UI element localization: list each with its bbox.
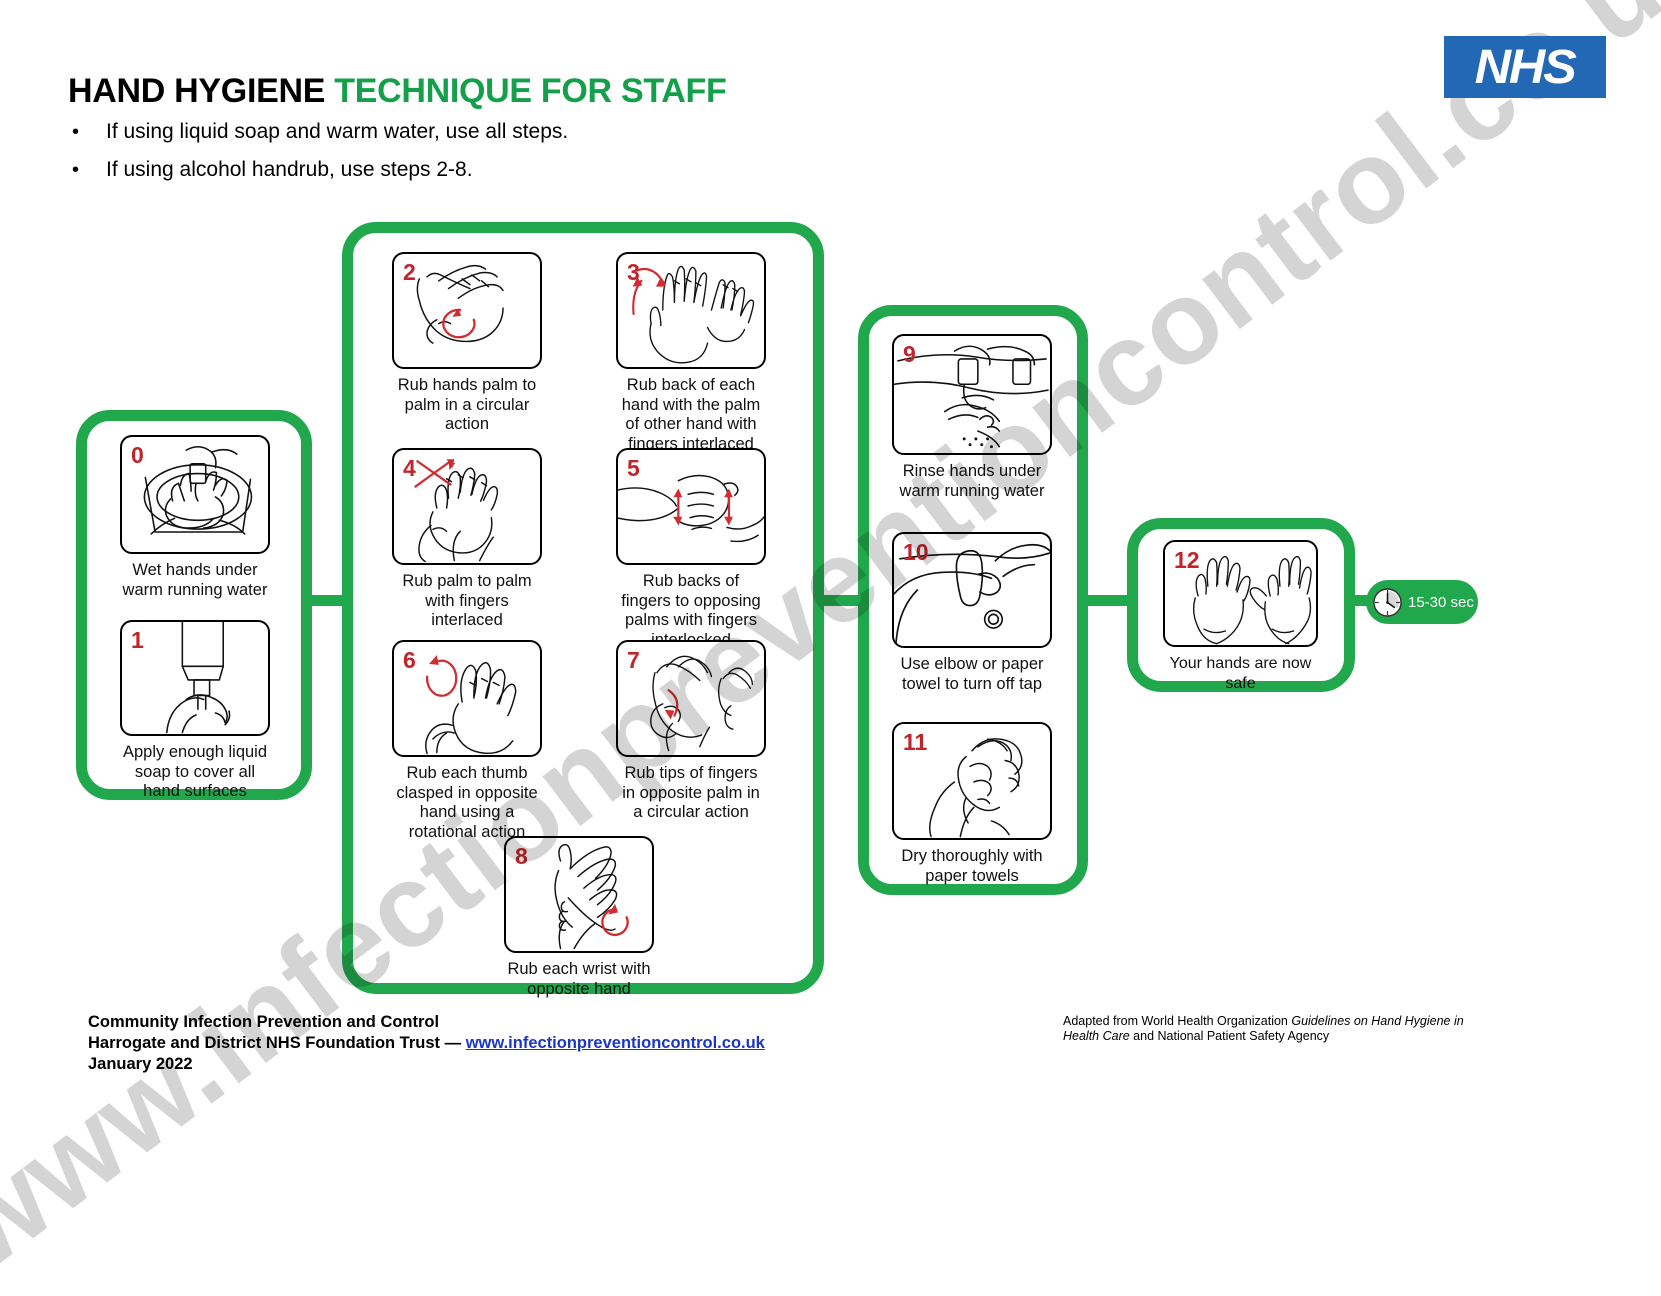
step-number: 4 xyxy=(403,455,416,481)
connector-rub-to-rinse xyxy=(816,595,866,606)
soap-dispenser-icon xyxy=(165,622,231,734)
clean-hands-icon xyxy=(1192,555,1312,645)
bullet-dot-icon: • xyxy=(72,121,80,143)
rinse-tap-icon xyxy=(894,345,1049,449)
step-card-0: 0 xyxy=(120,435,270,600)
step-number: 8 xyxy=(515,843,528,869)
step-illustration-4: 4 xyxy=(392,448,542,565)
step-card-9: 9 xyxy=(892,334,1052,501)
timer-badge: 15-30 sec xyxy=(1366,580,1478,624)
fingertips-circular-icon xyxy=(650,655,754,752)
step-number: 2 xyxy=(403,259,416,285)
step-number: 11 xyxy=(903,729,928,755)
footer-date: January 2022 xyxy=(88,1055,193,1073)
page-title-secondary: TECHNIQUE FOR STAFF xyxy=(334,72,727,110)
preparation-group-frame xyxy=(76,410,312,800)
bullet-text: If using liquid soap and warm water, use… xyxy=(106,120,569,143)
rubbing-steps-group-frame xyxy=(342,222,824,994)
bullet-dot-icon: • xyxy=(72,159,80,181)
list-item: • If using alcohol handrub, use steps 2-… xyxy=(68,158,568,182)
step-card-8: 8 xyxy=(504,836,654,999)
step-card-5: 5 xyxy=(616,448,766,650)
intro-bullet-list: • If using liquid soap and warm water, u… xyxy=(68,120,568,196)
credit-guideline-title: Guidelines on Hand Hygiene in Health Car… xyxy=(1063,1014,1464,1043)
step-caption: Wet hands under warm running water xyxy=(122,561,268,599)
step-card-7: 7 xyxy=(616,640,766,823)
step-caption: Rub tips of fingers in opposite palm in … xyxy=(622,764,760,821)
footer-line-2: Harrogate and District NHS Foundation Tr… xyxy=(88,1033,765,1054)
step-caption: Rub backs of fingers to opposing palms w… xyxy=(621,572,761,649)
backs-of-fingers-icon xyxy=(618,474,764,543)
step-illustration-11: 11 xyxy=(892,722,1052,840)
step-number: 0 xyxy=(131,442,144,468)
bullet-text: If using alcohol handrub, use steps 2-8. xyxy=(106,158,473,181)
step-number: 9 xyxy=(903,341,916,367)
step-number: 1 xyxy=(131,627,144,653)
step-number: 6 xyxy=(403,647,416,673)
list-item: • If using liquid soap and warm water, u… xyxy=(68,120,568,144)
thumb-rotation-icon xyxy=(425,655,517,755)
elbow-tap-icon xyxy=(894,543,1050,646)
step-illustration-12: 12 xyxy=(1163,540,1318,647)
step-card-6: 6 Rub each thumb cla xyxy=(392,640,542,842)
step-card-12: 12 xyxy=(1163,540,1318,693)
footer-trust-name: Harrogate and District NHS Foundation Tr… xyxy=(88,1034,466,1052)
step-number: 12 xyxy=(1174,547,1200,573)
step-card-3: 3 xyxy=(616,252,766,454)
step-caption: Rub palm to palm with fingers interlaced xyxy=(402,572,532,629)
step-illustration-10: 10 xyxy=(892,532,1052,648)
back-of-hand-icon xyxy=(632,265,755,364)
step-illustration-3: 3 xyxy=(616,252,766,369)
step-number: 3 xyxy=(627,259,640,285)
step-caption: Dry thoroughly with paper towels xyxy=(901,847,1043,885)
step-card-2: 2 Rub hands palm to palm in a c xyxy=(392,252,542,435)
step-illustration-6: 6 xyxy=(392,640,542,757)
connector-prep-to-rub xyxy=(306,595,352,606)
step-illustration-2: 2 xyxy=(392,252,542,369)
step-card-1: 1 Apply enough liquid soap to cover all … xyxy=(120,620,270,802)
timer-label: 15-30 sec xyxy=(1408,593,1474,611)
rinse-dry-group-frame xyxy=(858,305,1088,895)
clock-icon xyxy=(1373,587,1402,617)
footer-website-link[interactable]: www.infectionpreventioncontrol.co.uk xyxy=(465,1034,765,1052)
footer-line-1: Community Infection Prevention and Contr… xyxy=(88,1013,440,1031)
step-caption: Apply enough liquid soap to cover all ha… xyxy=(122,743,268,800)
wrist-rub-icon xyxy=(554,843,629,950)
step-illustration-1: 1 xyxy=(120,620,270,736)
step-card-4: 4 xyxy=(392,448,542,631)
fingers-interlaced-icon xyxy=(414,459,499,563)
footer-organisation: Community Infection Prevention and Contr… xyxy=(88,1012,765,1075)
credit-suffix: and National Patient Safety Agency xyxy=(1129,1029,1330,1043)
step-number: 7 xyxy=(627,647,640,673)
palm-to-palm-icon xyxy=(416,264,504,344)
step-illustration-8: 8 xyxy=(504,836,654,953)
step-caption: Rub back of each hand with the palm of o… xyxy=(621,376,761,453)
step-card-11: 11 Dry thoroughl xyxy=(892,722,1052,886)
page-title: HAND HYGIENE TECHNIQUE FOR STAFF xyxy=(68,72,727,111)
step-caption: Rub hands palm to palm in a circular act… xyxy=(397,376,537,433)
step-caption: Rinse hands under warm running water xyxy=(899,462,1045,500)
step-card-10: 10 Use elbow or paper towel to turn off … xyxy=(892,532,1052,694)
step-number: 5 xyxy=(627,455,640,481)
nhs-logo-text: NHS xyxy=(1474,40,1577,94)
step-illustration-7: 7 xyxy=(616,640,766,757)
finish-group-frame xyxy=(1127,518,1355,692)
step-illustration-0: 0 xyxy=(120,435,270,554)
step-illustration-5: 5 xyxy=(616,448,766,565)
page-title-primary: HAND HYGIENE xyxy=(68,72,335,110)
step-caption: Rub each thumb clasped in opposite hand … xyxy=(396,764,538,841)
paper-towel-dry-icon xyxy=(929,738,1023,838)
credit-prefix: Adapted from World Health Organization xyxy=(1063,1014,1292,1028)
step-illustration-9: 9 xyxy=(892,334,1052,455)
tap-wet-hands-icon xyxy=(143,446,253,535)
footer-credit: Adapted from World Health Organization G… xyxy=(1063,1014,1493,1044)
step-number: 10 xyxy=(903,539,929,565)
step-caption: Rub each wrist with opposite hand xyxy=(507,960,651,998)
connector-rinse-to-done xyxy=(1082,595,1134,606)
step-caption: Use elbow or paper towel to turn off tap xyxy=(900,655,1044,693)
nhs-logo: NHS xyxy=(1444,36,1606,98)
step-caption: Your hands are now safe xyxy=(1169,655,1312,692)
